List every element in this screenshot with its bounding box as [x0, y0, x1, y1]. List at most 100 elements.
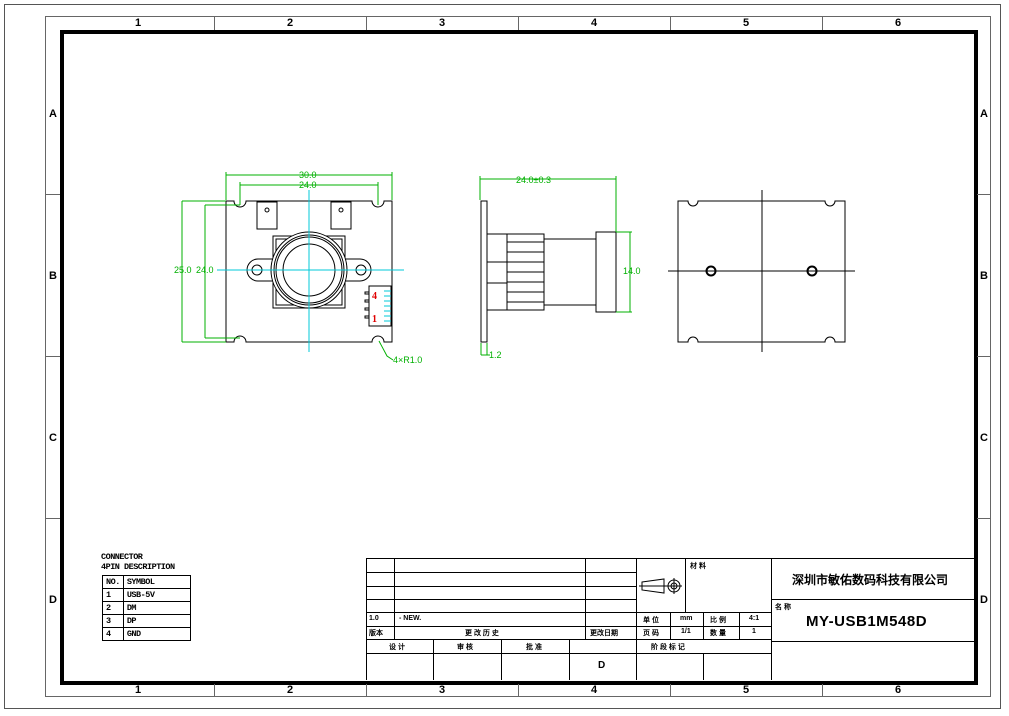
side-dimensions	[479, 176, 632, 356]
pin-no: 1	[102, 588, 124, 602]
label-unit: 单 位	[643, 617, 659, 624]
label-stage-mark: 阶 段 标 记	[651, 644, 685, 651]
col-line	[501, 639, 502, 680]
label-scale: 比 例	[710, 617, 726, 624]
pin-no: 4	[102, 627, 124, 641]
pin-symbol: GND	[122, 627, 191, 641]
zone-col-2-bottom: 2	[286, 684, 294, 696]
zone-divider	[46, 194, 60, 195]
col-line	[569, 639, 570, 680]
col-line	[585, 558, 586, 639]
zone-row-b-right: B	[980, 270, 988, 282]
front-dimensions	[181, 172, 394, 361]
zone-col-5-bottom: 5	[742, 684, 750, 696]
pin-no: 3	[102, 614, 124, 628]
table-row: 4 GND	[102, 627, 191, 641]
label-change-date: 更改日期	[590, 630, 618, 637]
label-quantity: 数 量	[710, 630, 726, 637]
pin-symbol: DM	[122, 601, 191, 615]
col-line	[703, 653, 704, 680]
pin-1-label: 1	[372, 314, 377, 325]
zone-divider	[670, 684, 671, 697]
zone-divider	[214, 17, 215, 30]
label-approver: 批 准	[526, 644, 542, 651]
label-name: 名 称	[775, 604, 791, 611]
front-centerlines	[217, 190, 404, 352]
zone-divider	[366, 684, 367, 697]
zone-row-d-left: D	[49, 594, 57, 606]
zone-row-c-right: C	[980, 432, 988, 444]
col-line	[433, 639, 434, 680]
back-view	[668, 190, 855, 352]
label-material: 材 料	[690, 563, 706, 570]
zone-col-5-top: 5	[742, 17, 750, 29]
zone-col-3-bottom: 3	[438, 684, 446, 696]
value-stage: D	[598, 660, 606, 671]
dim-corner-radius: 4×R1.0	[393, 355, 422, 365]
rev-description: - NEW.	[399, 615, 422, 622]
label-change-history: 更 改 历 史	[465, 630, 499, 637]
zone-col-3-top: 3	[438, 17, 446, 29]
col-line	[394, 558, 395, 639]
col-line	[636, 558, 637, 680]
table-row: 1 USB-5V	[102, 588, 191, 602]
drawing-frame	[60, 30, 978, 685]
connector-pin-table: NO. SYMBOL 1 USB-5V 2 DM 3 DP 4 GND	[102, 575, 191, 641]
label-designer: 设 计	[389, 644, 405, 651]
zone-row-a-right: A	[980, 108, 988, 120]
rev-row-line	[366, 639, 771, 640]
pin-no: 2	[102, 601, 124, 615]
title-block-frame	[366, 558, 974, 680]
value-unit: mm	[680, 615, 693, 622]
dim-overall-width: 30.0	[299, 170, 317, 180]
rev-row-line	[366, 612, 771, 613]
col-line	[703, 612, 704, 639]
projection-symbol-icon	[639, 578, 682, 594]
label-page: 页 码	[643, 630, 659, 637]
rev-row-line	[366, 572, 636, 573]
legend-header-no: NO.	[102, 575, 124, 589]
label-reviewer: 审 核	[457, 644, 473, 651]
dim-board-thickness: 1.2	[489, 350, 502, 360]
table-row: 2 DM	[102, 601, 191, 615]
name-row-line	[771, 599, 974, 600]
zone-divider	[977, 194, 991, 195]
legend-title-line2: 4PIN DESCRIPTION	[101, 562, 175, 572]
zone-divider	[366, 17, 367, 30]
company-name: 深圳市敏佑数码科技有限公司	[792, 573, 949, 587]
zone-col-4-bottom: 4	[590, 684, 598, 696]
label-version: 版本	[369, 630, 383, 637]
zone-row-d-right: D	[980, 594, 988, 606]
rev-row-line	[366, 626, 771, 627]
legend-header-row: NO. SYMBOL	[102, 575, 191, 589]
part-number: MY-USB1M548D	[806, 613, 928, 630]
zone-col-4-top: 4	[590, 17, 598, 29]
col-line	[685, 558, 686, 612]
connector-legend-title: CONNECTOR 4PIN DESCRIPTION	[101, 552, 175, 572]
zone-row-b-left: B	[49, 270, 57, 282]
zone-divider	[46, 356, 60, 357]
dim-hole-spacing-x: 24.0	[299, 180, 317, 190]
zone-col-2-top: 2	[286, 17, 294, 29]
col-line	[670, 612, 671, 639]
pin-4-label: 4	[372, 291, 377, 302]
zone-divider	[518, 684, 519, 697]
legend-header-symbol: SYMBOL	[122, 575, 191, 589]
zone-row-c-left: C	[49, 432, 57, 444]
zone-divider	[518, 17, 519, 30]
pin-symbol: USB-5V	[122, 588, 191, 602]
legend-title-line1: CONNECTOR	[101, 552, 143, 562]
zone-col-6-bottom: 6	[894, 684, 902, 696]
zone-divider	[670, 17, 671, 30]
zone-divider	[822, 17, 823, 30]
zone-row-a-left: A	[49, 108, 57, 120]
col-line	[771, 558, 772, 680]
zone-divider	[214, 684, 215, 697]
value-scale: 4:1	[749, 615, 760, 622]
pin-symbol: DP	[122, 614, 191, 628]
name-row-line	[771, 641, 974, 642]
dim-overall-height: 25.0	[174, 265, 192, 275]
zone-col-1-bottom: 1	[134, 684, 142, 696]
value-quantity: 1	[752, 628, 756, 635]
